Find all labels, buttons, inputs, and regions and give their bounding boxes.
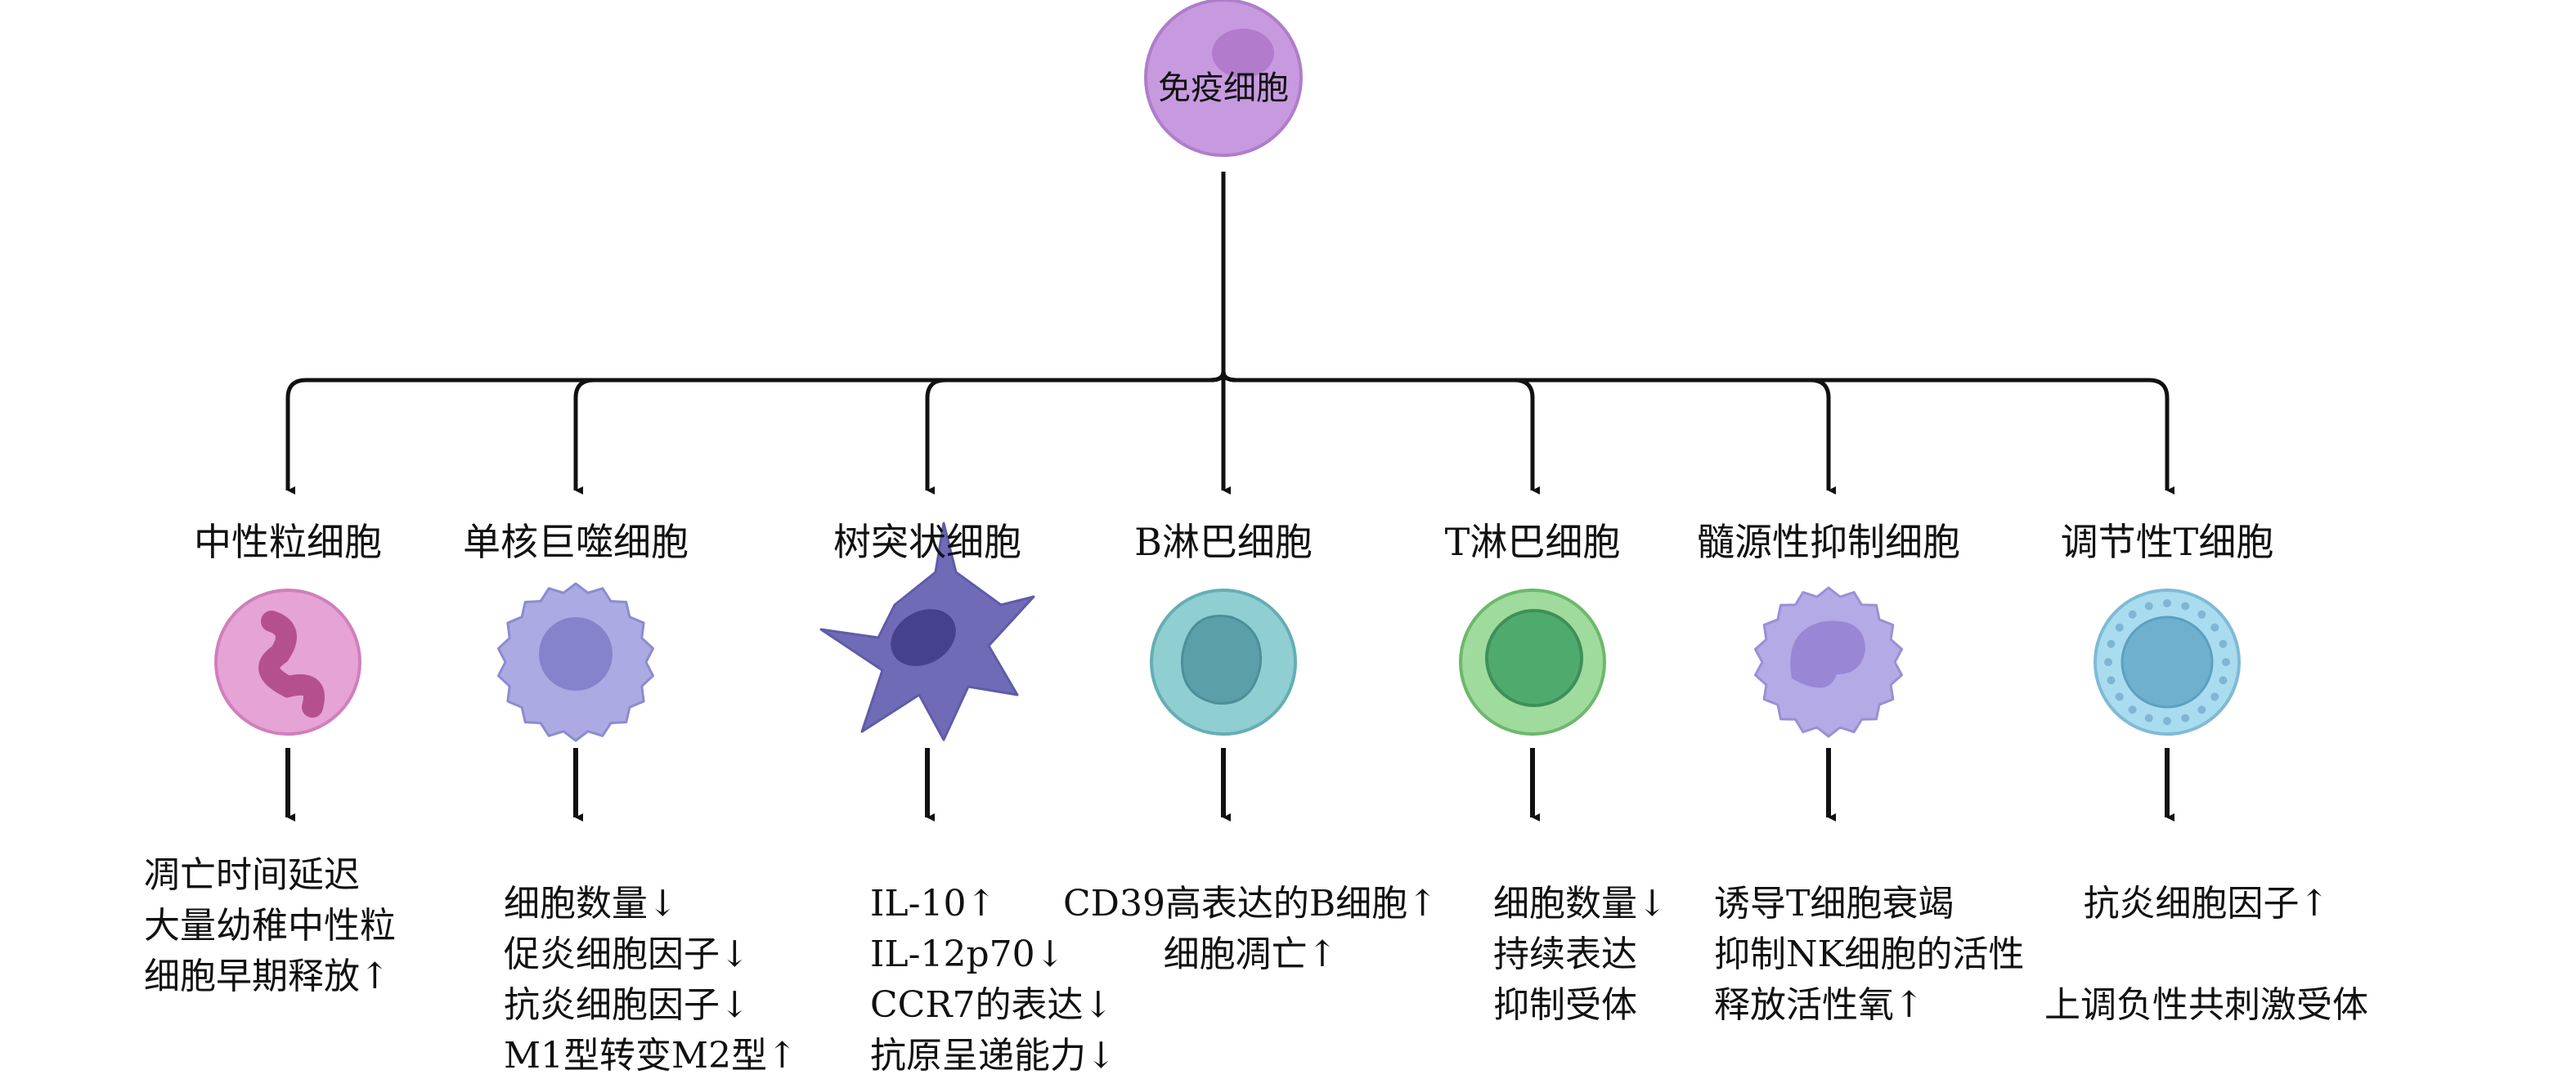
effect-line: 上调负性共刺激受体 <box>2044 984 2368 1026</box>
dendritic-cell-icon <box>819 522 1035 741</box>
effect-line <box>2044 929 2368 980</box>
root-immune-cell-icon <box>1144 0 1303 157</box>
effect-line: IL-12p70↓ <box>870 934 1066 975</box>
effects-treg: 抗炎细胞因子↑ 上调负性共刺激受体 <box>2044 879 2368 1031</box>
cell-label-dendritic-cell: 树突状细胞 <box>833 520 1021 564</box>
b-lymphocyte-icon <box>1150 589 1297 736</box>
effect-line: 抗炎细胞因子↓ <box>504 984 750 1026</box>
root-label: 免疫细胞 <box>1158 69 1289 107</box>
effects-b-lymphocyte: CD39高表达的B细胞↑ 细胞凋亡↑ <box>1063 879 1438 980</box>
effect-line: 细胞数量↓ <box>1493 883 1667 925</box>
cell-label-t-lymphocyte: T淋巴细胞 <box>1444 520 1621 564</box>
effect-line: 抗炎细胞因子↑ <box>2083 883 2330 925</box>
effect-line: 凋亡时间延迟 <box>144 854 360 896</box>
branch-arrow <box>1221 371 1540 495</box>
cell-label-treg: 调节性T细胞 <box>2060 520 2274 564</box>
t-lymphocyte-icon <box>1459 589 1606 736</box>
branch-arrow <box>285 371 1226 495</box>
effect-line: 细胞数量↓ <box>504 883 678 925</box>
effects-dendritic-cell: IL-10↑ IL-12p70↓ CCR7的表达↓ 抗原呈递能力↓ <box>870 879 1116 1081</box>
mdsc-icon <box>1753 586 1904 738</box>
effect-line: IL-10↑ <box>870 883 997 925</box>
effect-line: 促炎细胞因子↓ <box>504 934 750 975</box>
cell-label-neutrophil: 中性粒细胞 <box>194 520 382 564</box>
branch-arrow <box>1221 371 1836 495</box>
neutrophil-icon <box>214 589 361 736</box>
effect-line: 诱导T细胞衰竭 <box>1714 883 1954 925</box>
monocyte-macrophage-icon <box>496 582 655 742</box>
cell-label-b-lymphocyte: B淋巴细胞 <box>1134 520 1313 564</box>
effect-line: 细胞凋亡↑ <box>1163 934 1338 975</box>
effect-line: 大量幼稚中性粒 <box>144 905 396 947</box>
effect-line: CD39高表达的B细胞↑ <box>1063 883 1438 925</box>
effect-line: 细胞早期释放↑ <box>144 956 390 997</box>
treg-icon <box>2094 589 2241 736</box>
effect-line: 抑制受体 <box>1493 984 1637 1026</box>
effect-line: 持续表达 <box>1493 934 1637 975</box>
branch-arrow <box>1221 371 2174 495</box>
branch-arrow <box>925 371 1226 495</box>
cell-label-monocyte-macrophage: 单核巨噬细胞 <box>463 520 689 564</box>
effects-neutrophil: 凋亡时间延迟大量幼稚中性粒细胞早期释放↑ <box>144 850 396 1002</box>
effect-line: 抑制NK细胞的活性 <box>1714 934 2025 975</box>
effect-line: 释放活性氧↑ <box>1714 984 1924 1026</box>
branch-arrow <box>573 371 1226 495</box>
effects-monocyte-macrophage: 细胞数量↓ 促炎细胞因子↓ 抗炎细胞因子↓ M1型转变M2型↑ <box>504 879 797 1081</box>
effect-line: M1型转变M2型↑ <box>504 1035 797 1077</box>
cell-label-mdsc: 髓源性抑制细胞 <box>1697 520 1960 564</box>
effects-mdsc: 诱导T细胞衰竭抑制NK细胞的活性释放活性氧↑ <box>1714 879 2024 1031</box>
effect-line: 抗原呈递能力↓ <box>870 1035 1116 1077</box>
effects-t-lymphocyte: 细胞数量↓ 持续表达抑制受体 <box>1493 879 1667 1031</box>
effect-line: CCR7的表达↓ <box>870 984 1114 1026</box>
